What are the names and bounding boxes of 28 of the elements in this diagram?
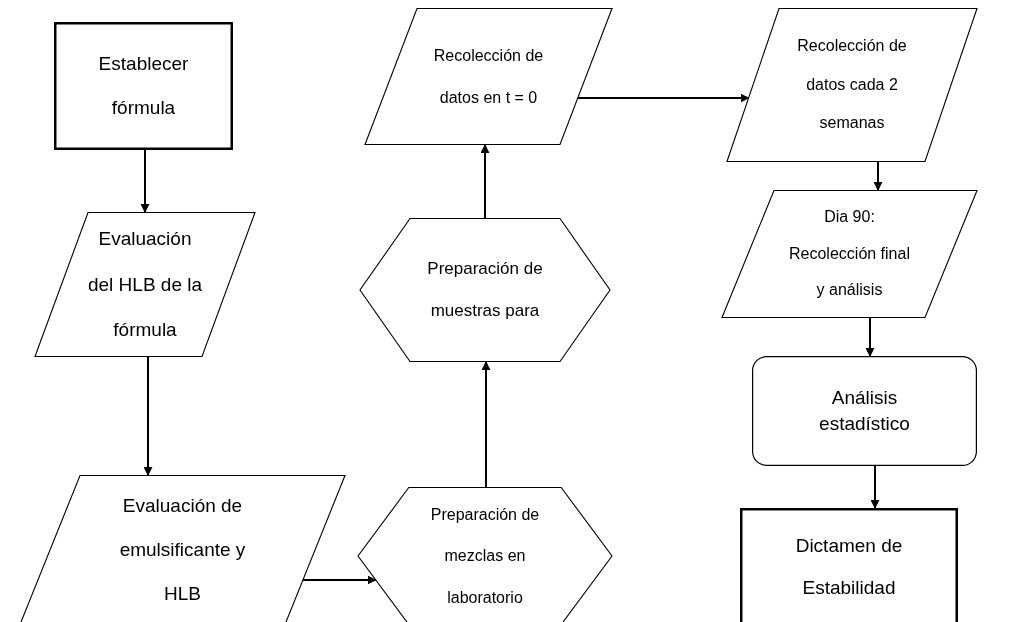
arrow	[143, 356, 153, 476]
node-label: Dictamen de Estabilidad	[794, 533, 904, 600]
data-parallelogram	[35, 212, 255, 357]
node-label: Preparación de mezclas en laboratorio	[429, 504, 541, 608]
data-parallelogram	[727, 8, 977, 162]
node-label: Establecer fórmula	[97, 52, 190, 120]
data-parallelogram	[20, 475, 345, 622]
arrow	[481, 361, 491, 488]
arrow	[302, 575, 377, 585]
node-label: Recolección de datos en t = 0	[432, 45, 545, 108]
rounded-box	[752, 356, 977, 466]
node-label: Preparación de muestras para	[426, 257, 544, 322]
arrow	[480, 144, 490, 219]
node-label: Evaluación de emulsificante y HLB	[118, 494, 247, 606]
node-label: Dia 90: Recolección final y análisis	[788, 206, 911, 301]
arrow	[873, 161, 883, 191]
node-label: Análisis estadístico	[818, 386, 911, 436]
arrow	[870, 465, 880, 509]
preparation-hexagon	[360, 218, 610, 362]
preparation-hexagon	[358, 487, 612, 622]
node-label: Evaluación del HLB de la fórmula	[87, 227, 203, 343]
arrow	[140, 149, 150, 213]
process-box	[54, 22, 233, 150]
process-box	[740, 508, 958, 622]
arrow	[865, 317, 875, 357]
node-label: Recolección de datos cada 2 semanas	[796, 36, 908, 134]
data-parallelogram	[722, 190, 977, 318]
data-parallelogram	[365, 8, 612, 145]
